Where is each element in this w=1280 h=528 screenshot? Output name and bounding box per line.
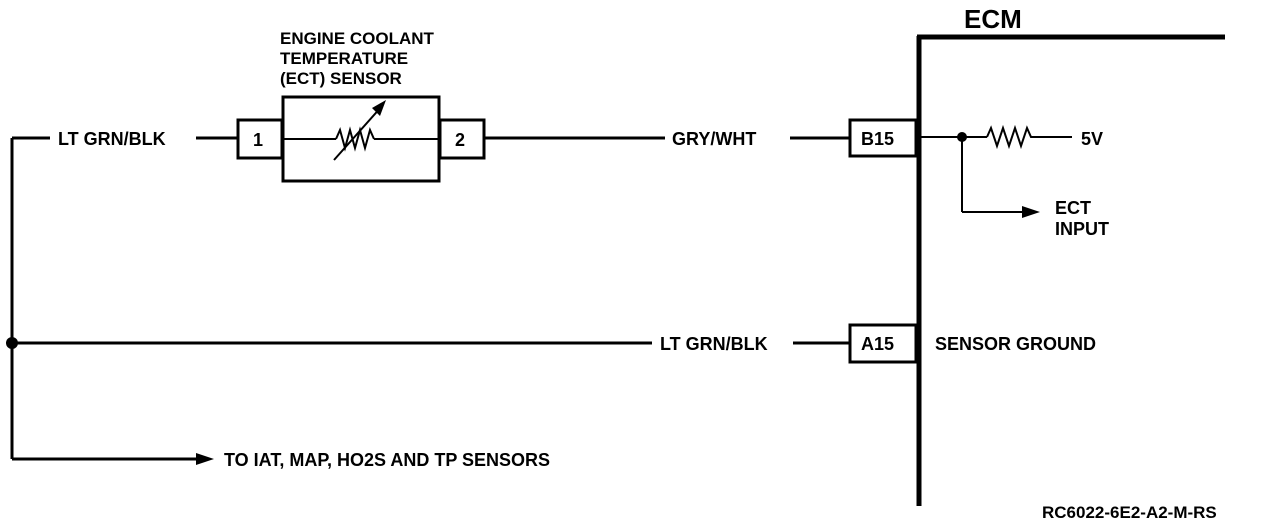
wire-label-signal-right: GRY/WHT: [672, 129, 756, 149]
ecm-pin-a15-label: A15: [861, 334, 894, 354]
ect-input-arrowhead: [1022, 206, 1040, 218]
ect-input-line1: ECT: [1055, 198, 1091, 218]
wire-label-signal-left: LT GRN/BLK: [58, 129, 166, 149]
ecm-label: ECM: [964, 4, 1022, 34]
sensor-pin2-label: 2: [455, 130, 465, 150]
supply-voltage-label: 5V: [1081, 129, 1103, 149]
ecm-pin-a15-box: [848, 323, 918, 364]
thermistor-variable-arrow: [333, 105, 383, 161]
sensor-pin1-label: 1: [253, 130, 263, 150]
sensor-pin1-box: [236, 118, 284, 160]
sensor-name-line3: (ECT) SENSOR: [280, 69, 402, 88]
thermistor-arrowhead: [372, 100, 386, 116]
sensor-name-line2: TEMPERATURE: [280, 49, 408, 68]
wire-label-ground: LT GRN/BLK: [660, 334, 768, 354]
pullup-resistor: [986, 124, 1072, 150]
sensor-ground-label: SENSOR GROUND: [935, 334, 1096, 354]
sensor-name-line1: ENGINE COOLANT: [280, 29, 435, 48]
branch-label: TO IAT, MAP, HO2S AND TP SENSORS: [224, 450, 550, 470]
branch-arrowhead: [196, 453, 214, 465]
ecm-pin-b15-label: B15: [861, 129, 894, 149]
ecm-pin-b15-box: [848, 118, 918, 158]
figure-code: RC6022-6E2-A2-M-RS: [1042, 503, 1217, 522]
thermistor-resistor: [335, 126, 375, 152]
sensor-pin2-box: [438, 118, 486, 160]
ect-input-line2: INPUT: [1055, 219, 1109, 239]
